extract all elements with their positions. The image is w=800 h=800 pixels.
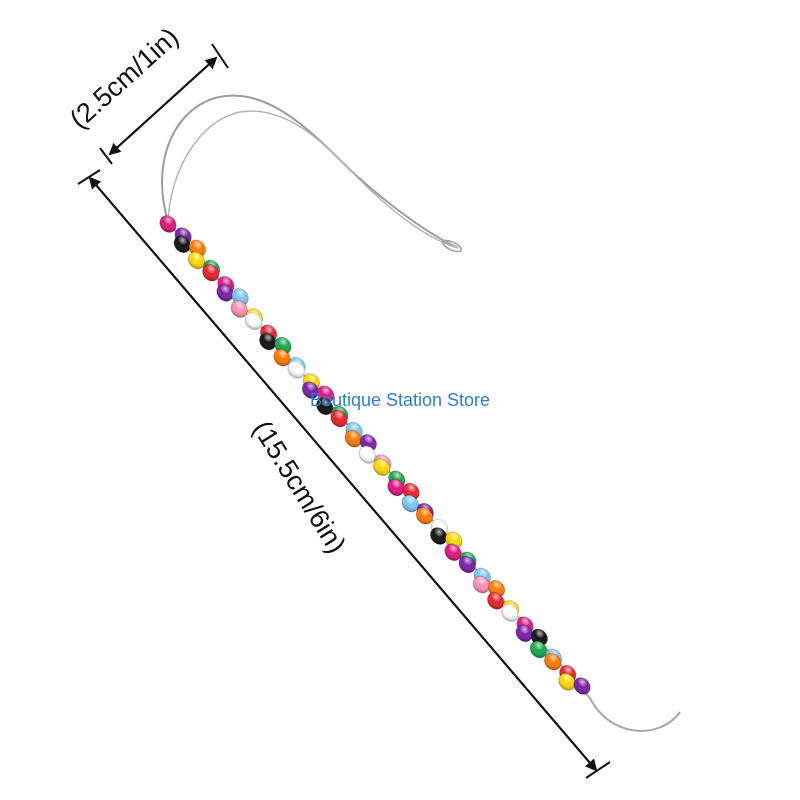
- bead-highlight: [558, 673, 576, 691]
- bead-highlight: [330, 410, 348, 427]
- width-label: (2.5cm/1in): [64, 22, 184, 135]
- bead-highlight: [344, 430, 362, 448]
- bead-highlight: [373, 458, 390, 476]
- bead-highlight: [387, 479, 405, 496]
- bead-highlight: [473, 576, 490, 593]
- bead-highlight: [444, 543, 462, 561]
- length-label: (15.5cm/6in): [247, 415, 352, 558]
- bead-highlight: [216, 284, 234, 302]
- bead-highlight: [501, 604, 519, 622]
- bead-highlight: [245, 312, 262, 330]
- bead-highlight: [188, 252, 205, 269]
- bead-highlight: [273, 349, 291, 367]
- bead-highlight: [573, 677, 591, 695]
- bead-highlight: [316, 397, 333, 415]
- bead-highlight: [530, 641, 547, 658]
- bead-highlight: [202, 264, 219, 281]
- bead-highlight: [302, 381, 319, 399]
- width-arrow-right: [109, 56, 218, 155]
- bead-highlight: [231, 300, 248, 318]
- bead-highlight: [401, 495, 419, 512]
- bead-highlight: [430, 527, 447, 545]
- bead-highlight: [416, 507, 433, 525]
- bead-highlight: [487, 592, 504, 610]
- threader-wire: [161, 94, 681, 732]
- bead-highlight: [458, 556, 476, 573]
- watermark: Boutique Station Store: [309, 390, 491, 410]
- bead-highlight: [259, 333, 276, 350]
- bead-highlight: [159, 215, 177, 233]
- length-dimension: (15.5cm/6in): [77, 169, 611, 779]
- bead-strand: [159, 215, 591, 695]
- bead-highlight: [544, 653, 561, 671]
- bead-highlight: [288, 361, 305, 379]
- width-dimension: (2.5cm/1in): [64, 22, 229, 165]
- bead-highlight: [515, 624, 533, 642]
- bead-highlight: [174, 235, 191, 253]
- bead-highlight: [359, 446, 376, 464]
- length-arrow-bottom: [89, 177, 598, 772]
